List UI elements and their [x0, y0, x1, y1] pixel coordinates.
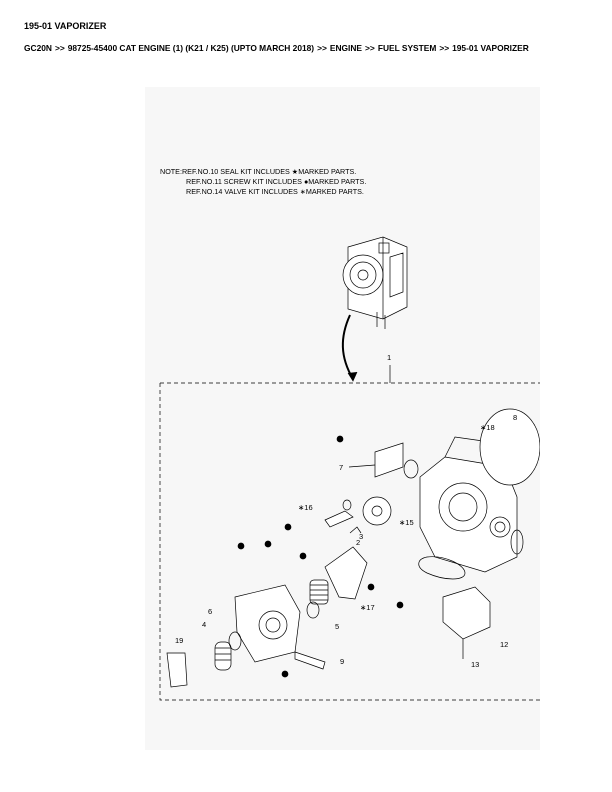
spring [309, 579, 329, 605]
callout-19: 19 [175, 636, 183, 645]
spring [214, 641, 232, 671]
callout-2: 2 [356, 538, 360, 547]
valve-plate [362, 496, 392, 526]
breadcrumb-item-current: 195-01 VAPORIZER [452, 43, 529, 53]
note-screw-kit: REF.NO.11 SCREW KIT INCLUDES ●MARKED PAR… [186, 177, 367, 186]
assembly-arrow [341, 314, 354, 380]
breadcrumb-item-fuel-system[interactable]: FUEL SYSTEM [377, 43, 437, 53]
diaphragm [479, 408, 540, 486]
valve-block [442, 586, 491, 640]
breadcrumb-separator: >> [317, 43, 327, 53]
note-seal-kit: NOTE:REF.NO.10 SEAL KIT INCLUDES ★MARKED… [160, 167, 357, 176]
callout-5: 5 [335, 622, 339, 631]
shaft [294, 651, 326, 670]
screw-markers [237, 435, 404, 678]
gasket [418, 556, 466, 580]
callout-4: 4 [202, 620, 206, 629]
kit-boundary [159, 382, 540, 701]
callout-13: 13 [471, 660, 479, 669]
breadcrumb-separator: >> [365, 43, 375, 53]
parts-diagram: NOTE:REF.NO.10 SEAL KIT INCLUDES ★MARKED… [145, 87, 540, 750]
vaporizer-assembly-image [342, 236, 408, 329]
callout-17: ∗17 [360, 603, 375, 612]
callout-9: 9 [340, 657, 344, 666]
breadcrumb-item-model[interactable]: GC20N [24, 43, 52, 53]
diagram-notes: NOTE:REF.NO.10 SEAL KIT INCLUDES ★MARKED… [160, 167, 366, 197]
lever-plate [324, 546, 368, 600]
o-ring [510, 529, 524, 555]
breadcrumb-separator: >> [54, 43, 65, 53]
breadcrumb-item-engine[interactable]: ENGINE [329, 43, 363, 53]
breadcrumb: GC20N>>98725-45400 CAT ENGINE (1) (K21 /… [24, 43, 529, 53]
callout-8: 8 [513, 413, 517, 422]
vaporizer-body [419, 436, 518, 573]
callout-1: 1 [387, 353, 391, 362]
callout-15: ∗15 [399, 518, 414, 527]
exploded-view-drawing: 1 8 ∗18 7 ∗15 3 2 ∗16 [159, 236, 540, 701]
note-valve-kit: REF.NO.14 VALVE KIT INCLUDES ∗MARKED PAR… [186, 187, 364, 196]
breadcrumb-item-engine-model[interactable]: 98725-45400 CAT ENGINE (1) (K21 / K25) (… [67, 43, 315, 53]
callout-12: 12 [500, 640, 508, 649]
callout-3: 3 [359, 532, 363, 541]
primary-casting [234, 584, 301, 663]
cover-plate [374, 442, 404, 478]
lever [324, 510, 354, 528]
page-title: 195-01 VAPORIZER [24, 21, 107, 31]
callout-16: ∗16 [298, 503, 313, 512]
callout-18: ∗18 [480, 423, 495, 432]
o-ring [306, 601, 320, 619]
bracket [166, 652, 188, 688]
o-ring [228, 631, 242, 651]
breadcrumb-separator: >> [439, 43, 450, 53]
callout-6: 6 [208, 607, 212, 616]
callout-7: 7 [339, 463, 343, 472]
o-ring [403, 459, 419, 479]
